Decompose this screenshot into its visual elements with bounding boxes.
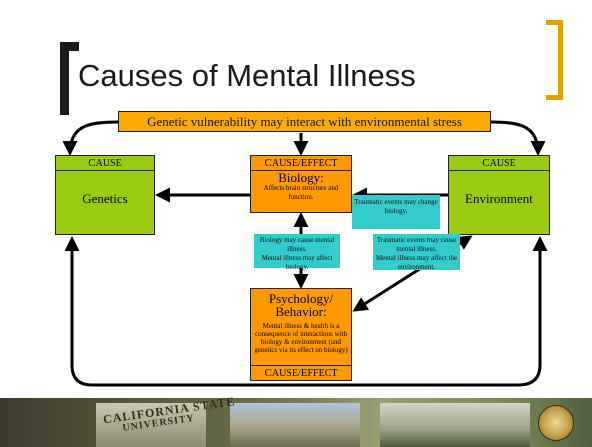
psychology-box: Psychology/Behavior: Mental illness & he… <box>250 288 352 381</box>
genetics-header: CAUSE <box>56 156 154 171</box>
psychology-description: Mental illness & health is a consequence… <box>254 322 348 354</box>
environment-header: CAUSE <box>449 156 549 171</box>
environment-label: Environment <box>465 191 533 206</box>
title-bracket-right <box>546 20 563 100</box>
genetics-label: Genetics <box>82 191 128 206</box>
arrow-banner-to-environment <box>490 120 546 156</box>
psychology-title: Psychology/Behavior: <box>268 291 334 319</box>
environment-box: CAUSE Environment <box>448 155 550 235</box>
footer-photo-campus <box>230 403 360 447</box>
footer-photo-sign <box>96 403 206 447</box>
title-bracket-left-stem <box>60 60 69 112</box>
interaction-banner: Genetic vulnerability may interact with … <box>118 111 491 132</box>
slide-title: Causes of Mental Illness <box>78 58 416 93</box>
loop-genetics-environment <box>64 236 548 387</box>
biology-header: CAUSE/EFFECT <box>251 156 351 171</box>
psychology-footer: CAUSE/EFFECT <box>251 365 351 380</box>
biology-description: Affects brain structure and function. <box>263 184 339 201</box>
note-trauma-biology: Traumatic events may change biology. <box>352 195 440 229</box>
biology-box: CAUSE/EFFECT Biology: Affects brain stru… <box>250 155 352 213</box>
university-seal <box>538 405 574 441</box>
footer-photo-courtyard <box>380 403 530 447</box>
biology-title: Biology: <box>278 170 324 185</box>
note-biology-mental-illness: Biology may cause mental illness. Mental… <box>254 234 340 271</box>
note-trauma-mental-illness: Traumatic events may cause mental illnes… <box>373 234 460 271</box>
genetics-box: CAUSE Genetics <box>55 155 155 235</box>
arrow-banner-to-genetics <box>62 120 119 156</box>
